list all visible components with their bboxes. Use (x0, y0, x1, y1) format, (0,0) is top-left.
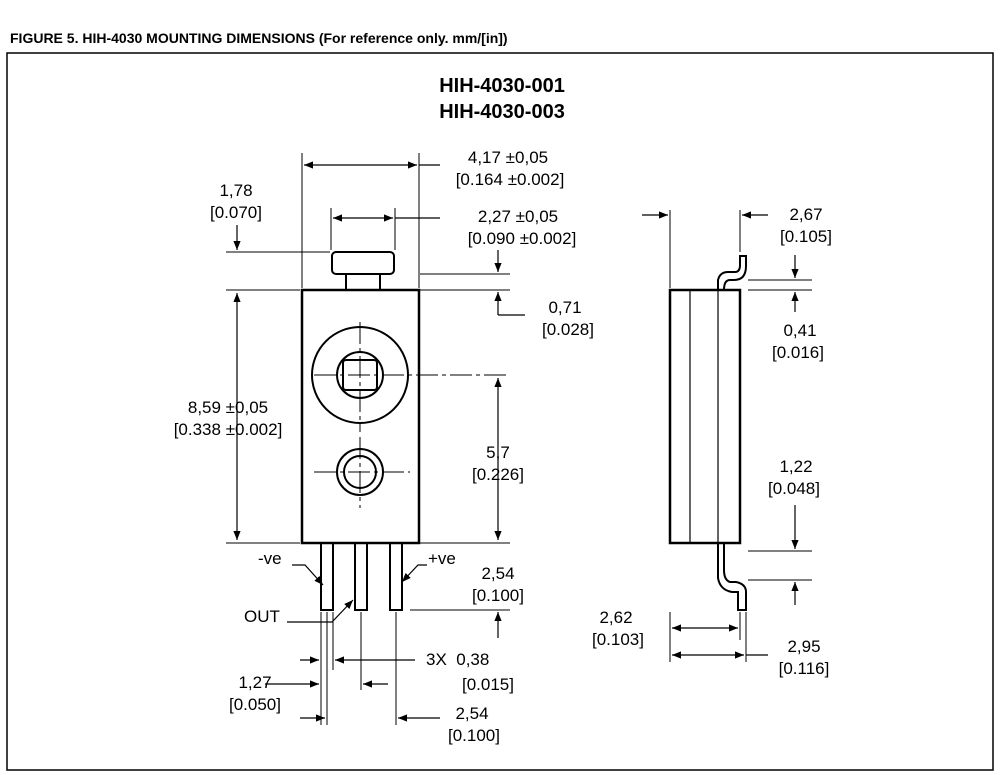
side-dimension-lines (642, 211, 799, 659)
dim-lead-width-mm: 3X 0,38 (426, 650, 489, 669)
dim-lead-pitch-mm: 2,54 (455, 704, 488, 723)
side-dimension-labels: 2,67 [0.105] 0,41 [0.016] 1,22 [0.048] 2… (592, 205, 832, 678)
pin-labels: -ve +ve OUT (244, 549, 456, 626)
pin-label-out: OUT (244, 607, 280, 626)
figure-caption: FIGURE 5. HIH-4030 MOUNTING DIMENSIONS (… (10, 30, 508, 46)
dim-side-top-in: [0.105] (780, 227, 832, 246)
lead-pos (389, 542, 403, 611)
part-title-001: HIH-4030-001 (439, 75, 565, 97)
part-title-003: HIH-4030-003 (439, 101, 565, 123)
dim-lead-pitch-inner-mm: 1,27 (238, 673, 271, 692)
dim-lead-pitch-in: [0.100] (448, 726, 500, 745)
dim-hole-spacing-mm: 5,7 (486, 443, 510, 462)
dim-hole-spacing-in: [0.226] (472, 465, 524, 484)
cap-base (345, 273, 381, 291)
dim-side-total-depth-mm: 2,95 (787, 637, 820, 656)
dim-cap-height-in: [0.028] (542, 320, 594, 339)
side-bottom-lead (717, 543, 747, 611)
center-lines (314, 322, 508, 508)
side-extension-lines (669, 210, 812, 662)
dim-side-total-depth-in: [0.116] (779, 659, 830, 678)
dim-side-body-depth-mm: 2,62 (599, 608, 632, 627)
pin-leaders (287, 564, 427, 623)
lead-out (354, 542, 368, 611)
dim-body-width-mm: 4,17 ±0,05 (468, 148, 548, 167)
dim-side-body-depth-in: [0.103] (592, 630, 644, 649)
front-dimension-labels: 4,17 ±0,05 [0.164 ±0.002] 2,27 ±0,05 [0.… (174, 148, 594, 745)
dim-cap-offset-mm: 1,78 (219, 181, 252, 200)
dim-cap-width-mm: 2,27 ±0,05 (478, 207, 558, 226)
dim-side-flange-in: [0.016] (772, 343, 824, 362)
dim-side-flange-mm: 0,41 (783, 321, 816, 340)
side-view (668, 255, 747, 611)
pin-label-neg: -ve (258, 549, 282, 568)
side-body (668, 288, 742, 545)
lead-neg (320, 542, 334, 611)
dim-side-bend-in: [0.048] (768, 479, 820, 498)
dim-cap-height-mm: 0,71 (548, 298, 581, 317)
sensor-cap (331, 251, 395, 275)
dim-body-width-in: [0.164 ±0.002] (456, 170, 565, 189)
dim-lead-length-mm: 2,54 (481, 564, 514, 583)
side-cap-lead (717, 255, 747, 291)
front-view (300, 251, 508, 611)
dim-cap-offset-in: [0.070] (210, 203, 262, 222)
dim-lead-pitch-inner-in: [0.050] (229, 695, 281, 714)
drawing-border (6, 52, 994, 771)
dim-body-height-mm: 8,59 ±0,05 (188, 398, 268, 417)
front-dimension-lines (233, 161, 525, 722)
dim-body-height-in: [0.338 ±0.002] (174, 420, 283, 439)
dim-lead-width-in: [0.015] (462, 675, 514, 694)
dim-side-top-mm: 2,67 (789, 205, 822, 224)
dim-lead-length-in: [0.100] (472, 586, 524, 605)
dim-cap-width-in: [0.090 ±0.002] (468, 229, 577, 248)
dim-side-bend-mm: 1,22 (779, 457, 812, 476)
pin-label-pos: +ve (428, 549, 456, 568)
front-extension-lines (226, 153, 510, 725)
